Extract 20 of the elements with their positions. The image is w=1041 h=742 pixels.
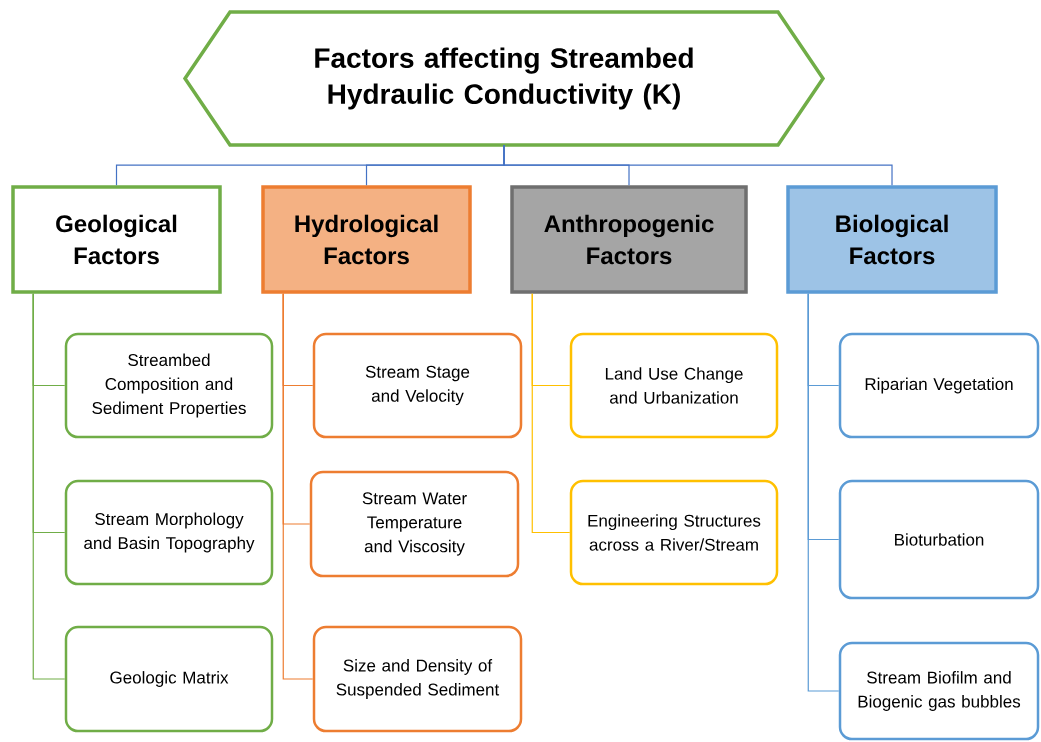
category-box: Geological Factors <box>11 185 222 294</box>
category-box: Anthropogenic Factors <box>510 185 748 294</box>
connector-line <box>282 293 314 680</box>
factor-box: Land Use Change and Urbanization <box>569 332 779 439</box>
category-box: Hydrological Factors <box>261 185 472 294</box>
factor-box: Bioturbation <box>838 479 1040 600</box>
factor-box: Engineering Structures across a River/Stream <box>569 479 779 586</box>
factor-box: Stream Biofilm and Biogenic gas bubbles <box>838 641 1040 741</box>
factor-box: Stream Morphology and Basin Topography <box>64 479 274 586</box>
connector-line <box>503 144 893 186</box>
connector-line <box>531 293 571 534</box>
connector-line <box>807 293 840 692</box>
connector-line <box>32 293 66 680</box>
factor-box: Geologic Matrix <box>64 625 274 733</box>
category-box: Biological Factors <box>786 185 998 294</box>
factor-box: Streambed Composition and Sediment Properties <box>64 332 274 439</box>
factor-box: Stream Stage and Velocity <box>312 332 523 439</box>
factor-box: Size and Density of Suspended Sediment <box>312 625 523 733</box>
factor-box: Riparian Vegetation <box>838 332 1040 439</box>
factor-box: Stream Water Temperature and Viscosity <box>309 470 520 578</box>
